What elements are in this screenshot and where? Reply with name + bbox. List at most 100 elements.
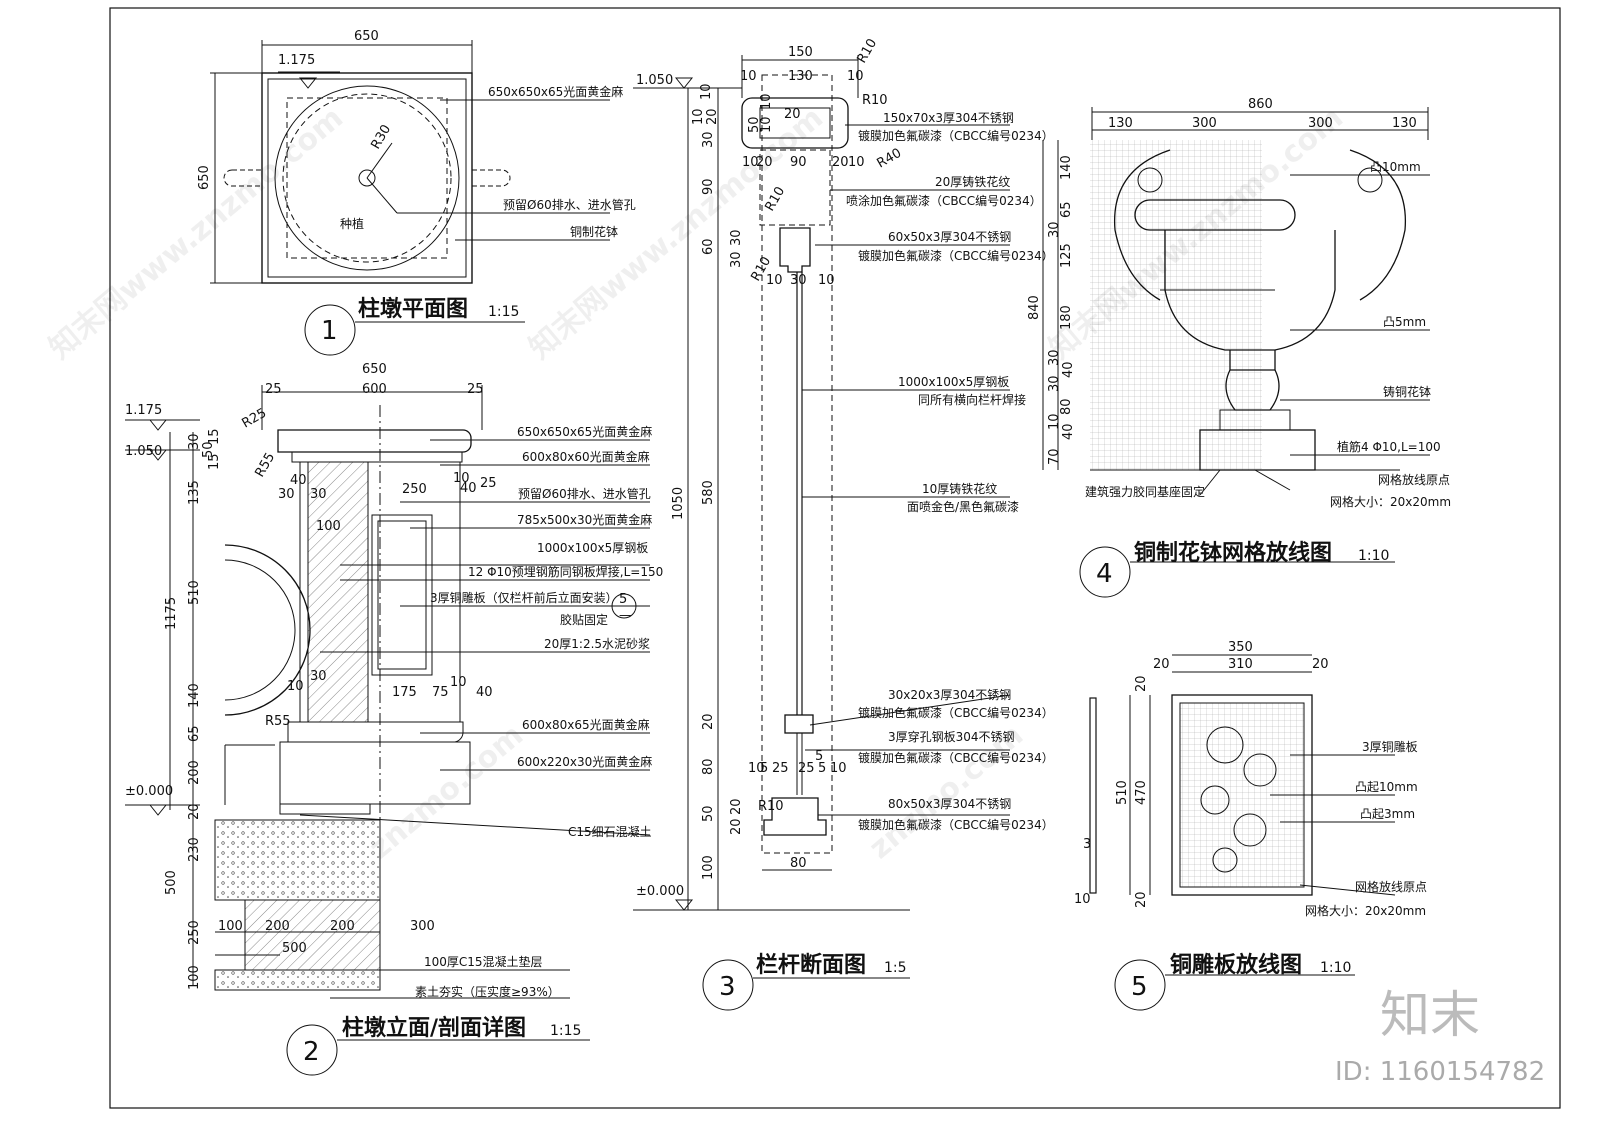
v4-ldim-840: 840	[1027, 295, 1042, 320]
v2-dim-250: 250	[402, 482, 427, 497]
view-number-circle	[304, 304, 356, 356]
v3-mdim-80: 80	[790, 856, 807, 871]
v2-dim-10c: 10	[287, 679, 304, 694]
v3-note-8: 10厚铸铁花纹	[922, 481, 997, 496]
v4-dim-300a: 300	[1192, 116, 1217, 131]
v3-ldim-60: 60	[701, 238, 716, 255]
v3-level-top: 1.050	[636, 73, 673, 88]
v3-ldim-10b: 10	[691, 108, 706, 125]
v4-ldim-65: 65	[1059, 201, 1074, 218]
v3-note-14: 80x50x3厚304不锈钢	[888, 797, 1011, 811]
v3-title: 栏杆断面图	[756, 952, 866, 978]
v4-note-6: 建筑强力胶同基座固定	[1085, 484, 1205, 499]
view-2-section	[125, 385, 651, 1076]
v3-note-4: 60x50x3厚304不锈钢	[888, 230, 1011, 244]
v5-note-4: 网格大小：20x20mm	[1305, 903, 1426, 918]
v4-note-4: 网格放线原点	[1378, 472, 1450, 487]
v2-dim-175: 175	[392, 685, 417, 700]
v3-ldim-30: 30	[701, 131, 716, 148]
watermark-repeat-4: znzmo.com	[363, 718, 530, 866]
view-1-plan	[210, 40, 610, 356]
v4-title: 铜制花钵网格放线图	[1134, 540, 1332, 566]
view-3-railing	[633, 55, 1011, 1011]
v2-level-mid: 1.050	[125, 444, 162, 459]
v3-mdim-30a: 30	[729, 229, 744, 246]
level-mark	[298, 77, 318, 89]
v2-dim-40a: 40	[290, 473, 307, 488]
v3-level-zero: ±0.000	[636, 884, 684, 899]
v2-ldim-30: 30	[187, 433, 202, 450]
v4-dim-130a: 130	[1108, 116, 1133, 131]
v3-ldim-1050: 1050	[671, 487, 686, 520]
v2-r55a: R55	[252, 450, 278, 480]
v2-bdim-100: 100	[218, 919, 243, 934]
v3-dim-10c: 10	[742, 155, 759, 170]
v5-dim-310: 310	[1228, 657, 1253, 672]
drain-hole	[358, 169, 376, 187]
v4-note-2: 铸铜花钵	[1383, 384, 1431, 399]
v3-note-1: 镀膜加色氟碳漆（CBCC编号0234）	[858, 128, 1054, 143]
v5-ldim-20b: 20	[1134, 891, 1149, 908]
v3-note-11: 镀膜加色氟碳漆（CBCC编号0234）	[858, 705, 1054, 720]
v2-ldim-140: 140	[187, 683, 202, 708]
v1-note-urn: 铜制花钵	[570, 224, 618, 239]
v1-dim-level: 1.175	[278, 53, 315, 68]
v3-mdim-r10a: R10	[762, 184, 788, 214]
v3-dim-10a: 10	[740, 69, 757, 84]
v3-ldim-50: 50	[701, 805, 716, 822]
v2-title: 柱墩立面/剖面详图	[342, 1015, 526, 1041]
v5-ldim-470: 470	[1134, 780, 1149, 805]
v3-note-7: 同所有横向栏杆焊接	[918, 392, 1026, 407]
v2-dim-650: 650	[362, 362, 387, 377]
v4-ldim-10: 10	[1047, 413, 1062, 430]
v5-ldim-20a: 20	[1134, 675, 1149, 692]
bowl-outline	[274, 85, 460, 271]
v2-note-7: 胶贴固定	[560, 612, 608, 627]
v3-mdim-10d: 10	[759, 93, 774, 110]
watermark-brand: 知末	[1380, 986, 1480, 1044]
v5-ldim-10: 10	[1074, 892, 1091, 907]
v3-note-12: 3厚穿孔钢板304不锈钢	[888, 729, 1015, 744]
v2-dim-25b: 25	[467, 382, 484, 397]
v2-scale: 1:15	[550, 1023, 581, 1039]
v3-note-6: 1000x100x5厚钢板	[898, 375, 1009, 389]
v3-dim-20b: 20	[832, 155, 849, 170]
plan-inner-line	[267, 78, 467, 278]
v4-ldim-70: 70	[1047, 448, 1062, 465]
v3-mdim-5c: 5	[818, 761, 826, 776]
v5-title: 铜雕板放线图	[1170, 952, 1302, 978]
v3-note-2: 20厚铸铁花纹	[935, 174, 1010, 189]
v1-note-hole: 预留Ø60排水、进水管孔	[503, 197, 636, 212]
v4-note-1: 凸5mm	[1383, 315, 1426, 329]
v2-dim-40b: 40	[460, 481, 477, 496]
v2-dim-30c: 30	[278, 487, 295, 502]
v5-note-2: 凸起3mm	[1360, 807, 1415, 821]
v3-ldim-100: 100	[701, 855, 716, 880]
v5-note-0: 3厚铜雕板	[1362, 739, 1418, 754]
v2-ldim-15a: 15	[207, 428, 222, 445]
v5-ldim-3: 3	[1083, 837, 1091, 852]
v4-note-0: 凸10mm	[1370, 160, 1421, 174]
v3-mdim-25a: 25	[772, 761, 789, 776]
v5-dim-20b: 20	[1312, 657, 1329, 672]
v3-ldim-90: 90	[701, 178, 716, 195]
v3-mdim-10e: 10	[748, 761, 765, 776]
v2-dim-10a: 10	[453, 471, 470, 486]
v3-ldim-10a: 10	[699, 83, 714, 100]
v2-ldim-1175: 1175	[164, 597, 179, 630]
v3-note-10: 30x20x3厚304不锈钢	[888, 688, 1011, 702]
v2-number: 2	[303, 1037, 320, 1067]
v4-dim-130b: 130	[1392, 116, 1417, 131]
v2-note-0: 650x650x65光面黄金麻	[517, 424, 652, 439]
v3-number: 3	[719, 972, 736, 1002]
v2-ldim-15b: 15	[207, 453, 222, 470]
v4-ldim-80: 80	[1059, 398, 1074, 415]
v2-note-5: 12 Φ10预埋钢筋同钢板焊接,L=150	[468, 564, 663, 579]
v2-dim-10b: 10	[450, 675, 467, 690]
v3-mdim-r10c: R10	[758, 799, 784, 814]
v3-note-3: 喷涂加色氟碳漆（CBCC编号0234）	[846, 193, 1042, 208]
v4-ldim-125: 125	[1059, 243, 1074, 268]
v3-ldim-20a: 20	[705, 108, 720, 125]
